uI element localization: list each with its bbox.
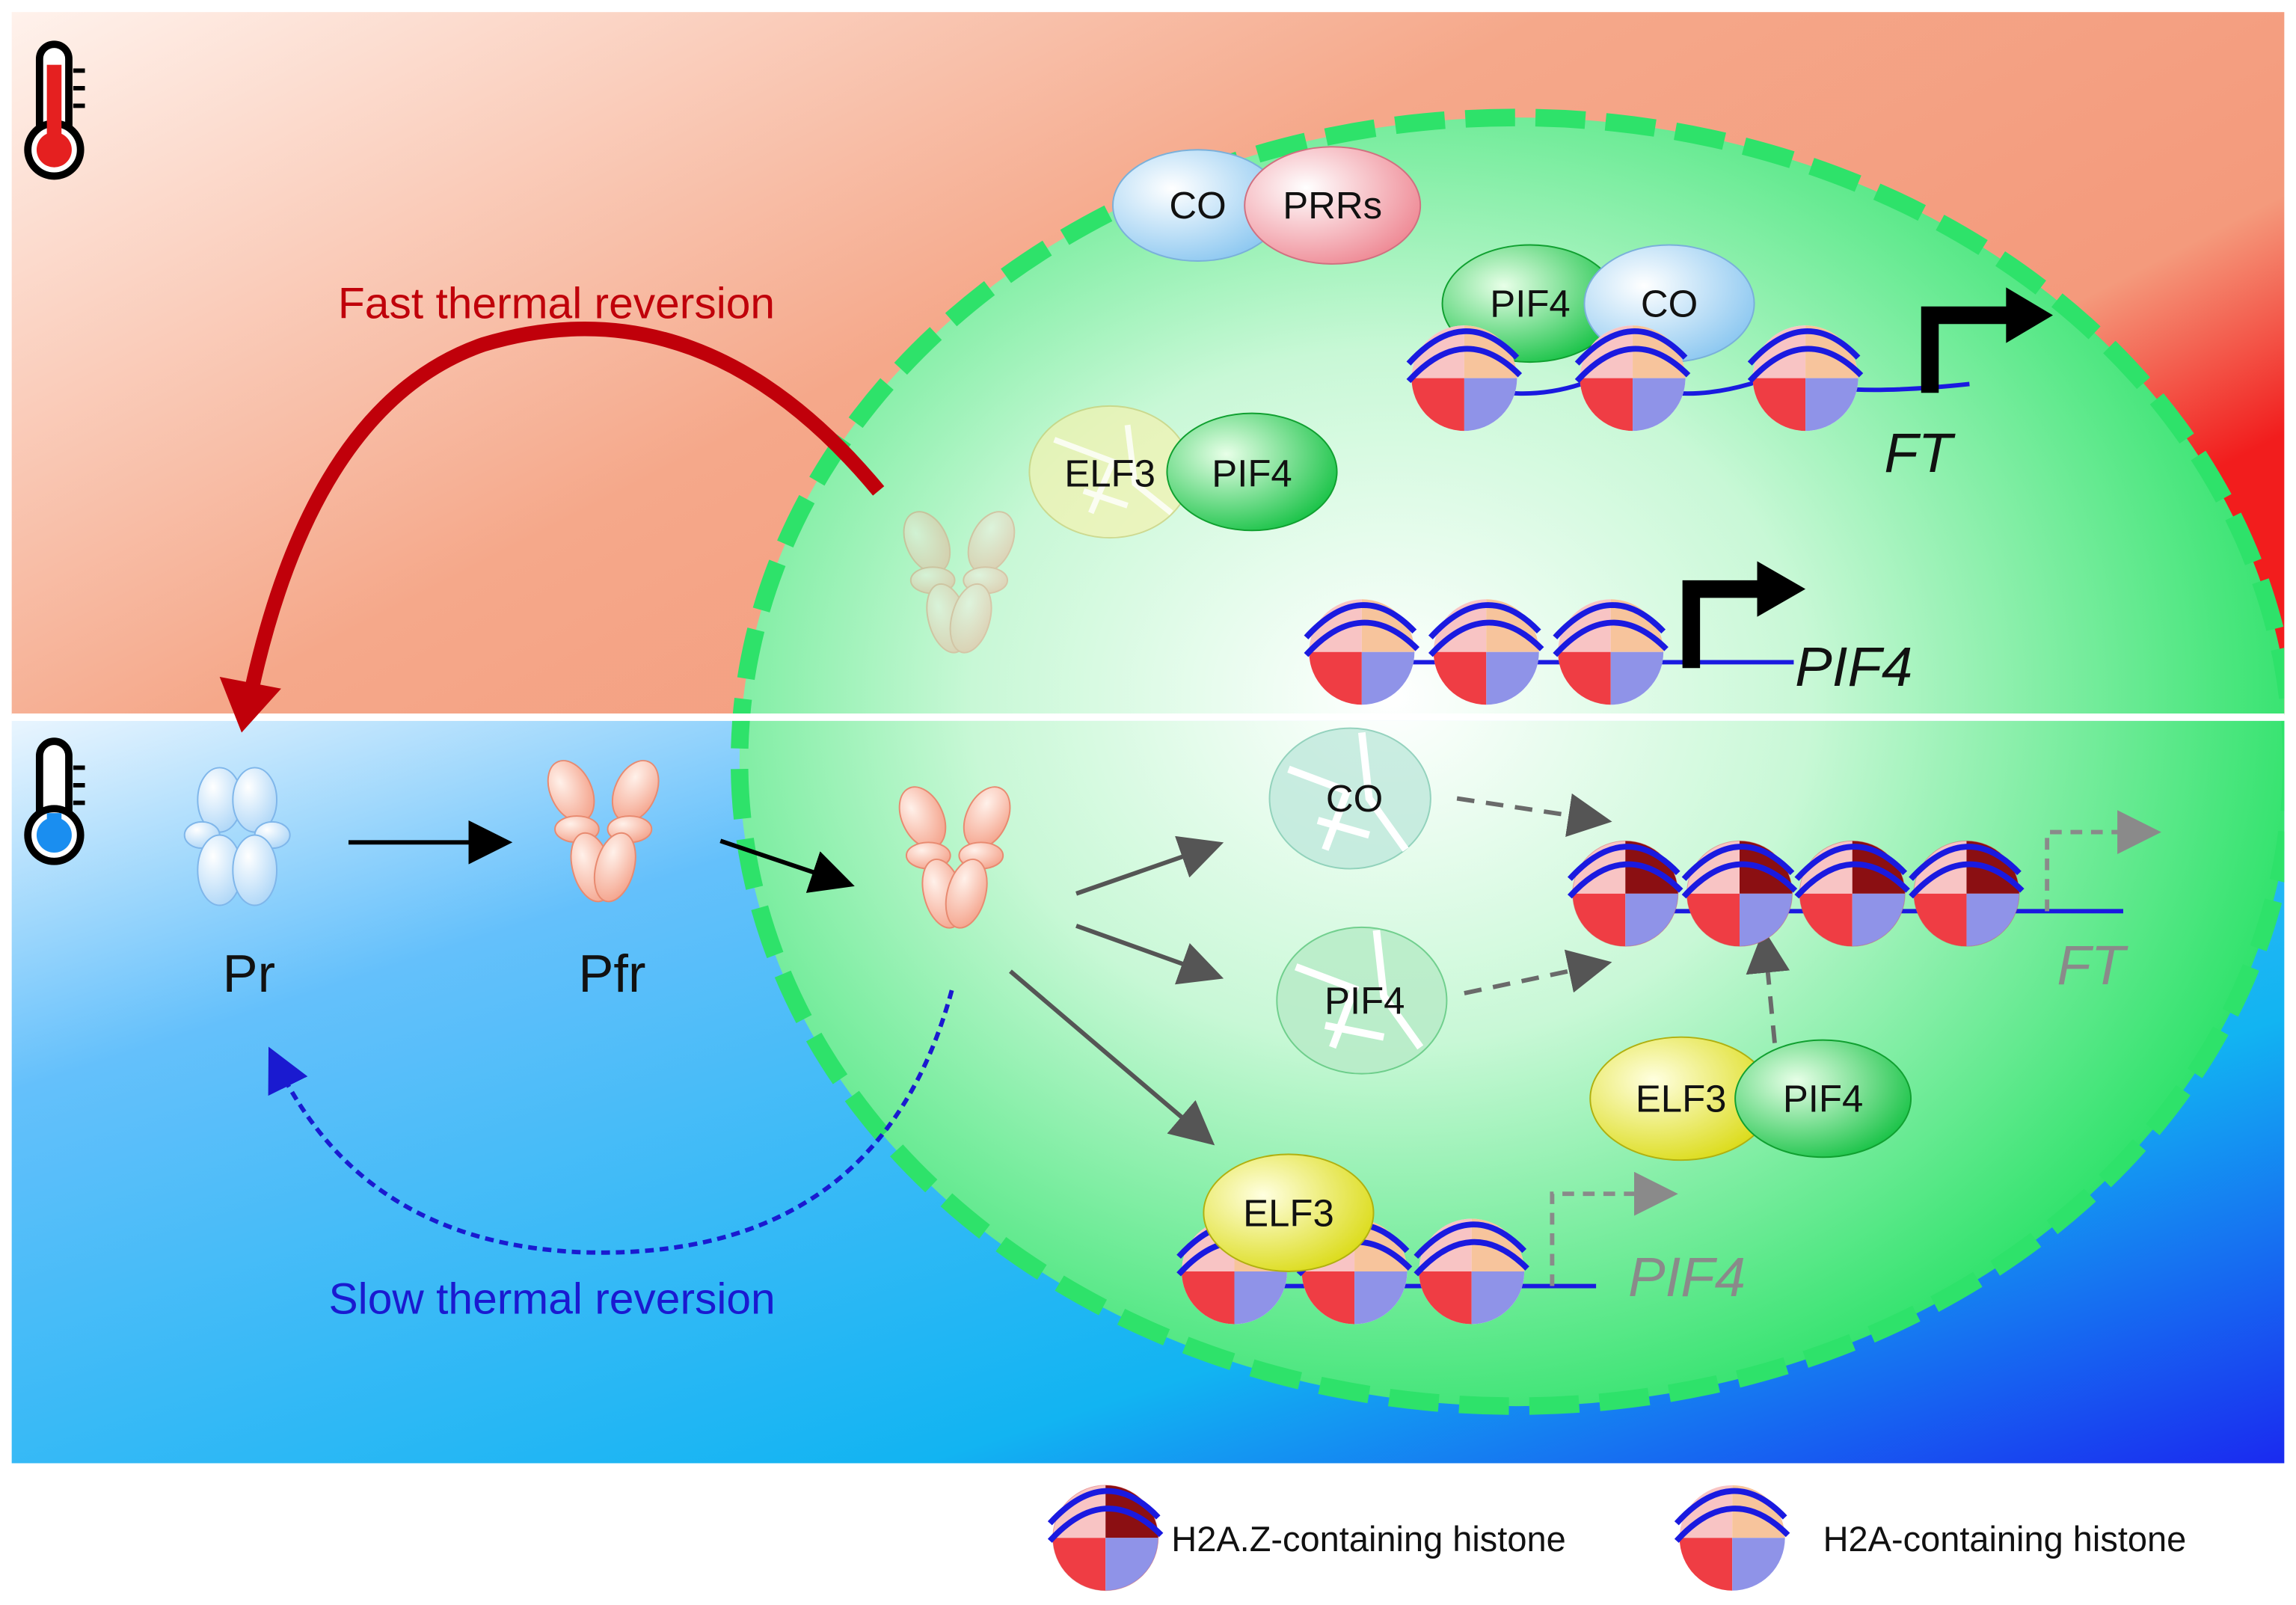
legend-h2a-label: H2A-containing histone: [1823, 1519, 2187, 1559]
elf3-pif4-warm: ELF3 PIF4: [1028, 405, 1338, 539]
legend-h2az-label: H2A.Z-containing histone: [1171, 1519, 1565, 1559]
slow-reversion-label: Slow thermal reversion: [329, 1275, 776, 1324]
pif4-to-ft-dashed-arrow: [1464, 949, 1612, 995]
pfr-to-pif4-arrow: [1075, 924, 1224, 985]
co-label-cool: CO: [1326, 777, 1383, 820]
pfr-nuclear-import-arrow: [719, 838, 855, 893]
pif4-tss-arrow-warm: [1682, 580, 1765, 669]
pif4-locus-cool: ELF3 PIF4: [1179, 1153, 1746, 1324]
elf3-pif4-complex-cool: ELF3 PIF4: [1589, 1036, 1912, 1161]
co-label-warm-2: CO: [1641, 282, 1698, 325]
legend-h2a-icon: [1677, 1485, 1788, 1591]
pfr-label: Pfr: [578, 944, 645, 1003]
pif4-degraded-cool: PIF4: [1276, 926, 1448, 1075]
co-to-ft-dashed-arrow: [1456, 793, 1612, 838]
prrs-label: PRRs: [1283, 184, 1382, 227]
pif4-gene-warm: PIF4: [1795, 636, 1912, 698]
pif4-label-warm-top: PIF4: [1490, 282, 1570, 325]
thermometer-cool-icon: [24, 737, 85, 865]
fast-reversion-arrowhead: [219, 677, 281, 733]
pfr-to-elf3-arrow: [1009, 969, 1215, 1146]
ft-locus-cool: FT: [1570, 810, 2161, 996]
co-prrs-complex: CO PRRs: [1112, 146, 1422, 265]
pif4-tss-arrow-cool: [1550, 1171, 1678, 1286]
nucleus-warm: [732, 108, 2285, 715]
legend: H2A.Z-containing histone H2A-containing …: [1050, 1485, 2186, 1591]
co-label-warm: CO: [1169, 184, 1226, 227]
pif4-label-cool-degraded: PIF4: [1325, 979, 1405, 1022]
elf3-bound-pif4-promoter: [1203, 1153, 1375, 1272]
pr-label: Pr: [223, 944, 275, 1003]
pfr-to-co-arrow: [1075, 835, 1224, 896]
legend-h2az-icon: [1050, 1485, 1161, 1591]
elf3-label-cool-bound: ELF3: [1243, 1191, 1334, 1234]
thermometer-warm-icon: [24, 40, 85, 180]
panel-divider: [11, 713, 2285, 721]
ft-tss-arrow-warm: [1921, 306, 2014, 393]
ft-gene-warm: FT: [1884, 422, 1955, 484]
pif4-gene-cool: PIF4: [1628, 1246, 1746, 1308]
elf3pif4-to-ft-dashed-arrow: [1746, 928, 1790, 1043]
fast-reversion-arrow: [245, 321, 885, 690]
fast-reversion-label: Fast thermal reversion: [338, 279, 775, 328]
pif4-label-warm-mid: PIF4: [1212, 452, 1292, 495]
elf3-label-warm: ELF3: [1064, 452, 1155, 495]
pif4-label-cool-complex: PIF4: [1783, 1078, 1863, 1120]
elf3-label-cool-complex: ELF3: [1636, 1078, 1727, 1120]
co-degraded-cool: CO: [1268, 727, 1431, 870]
slow-reversion-arrow: [268, 989, 954, 1255]
pif4-locus-warm: PIF4: [1306, 561, 1912, 705]
ft-tss-arrow-cool: [2045, 810, 2161, 912]
ft-locus-warm: FT: [1409, 287, 2053, 484]
ft-gene-cool: FT: [2057, 934, 2128, 996]
